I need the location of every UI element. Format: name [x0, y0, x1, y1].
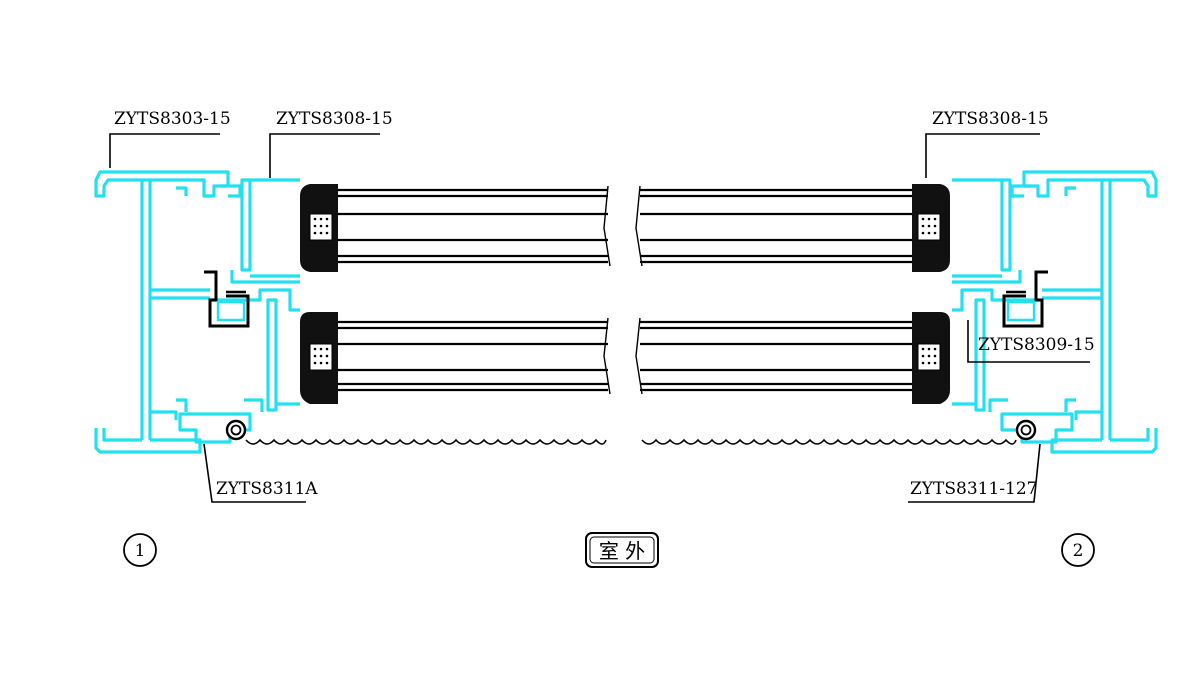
label-top-left-1: ZYTS8303-15 — [109, 109, 231, 168]
upper-right-glass — [640, 188, 912, 264]
screen-rollers — [225, 419, 1037, 441]
right-sash-profile — [952, 288, 1102, 444]
label-zyts8311a: ZYTS8311A — [216, 479, 318, 499]
glass-gaskets — [300, 184, 950, 404]
marker-1-text: 1 — [135, 541, 146, 561]
upper-left-glass — [336, 188, 608, 264]
marker-2: 2 — [1061, 533, 1095, 567]
marker-2-text: 2 — [1073, 541, 1084, 561]
lower-right-glass — [640, 320, 912, 392]
right-frame-profile — [952, 170, 1158, 454]
outdoor-label-box: 室 外 — [585, 532, 659, 568]
label-zyts8309-15: ZYTS8309-15 — [978, 335, 1095, 355]
label-zyts8311-127: ZYTS8311-127 — [910, 479, 1037, 499]
left-clip-part — [204, 270, 250, 328]
label-mid-right: ZYTS8309-15 — [967, 320, 1095, 363]
lower-left-glass — [336, 320, 608, 392]
label-zyts8308-15-left: ZYTS8308-15 — [276, 109, 393, 129]
label-zyts8308-15-right: ZYTS8308-15 — [932, 109, 1049, 129]
insect-screen — [245, 438, 1017, 445]
label-bottom-left: ZYTS8311A — [203, 443, 318, 503]
label-top-right: ZYTS8308-15 — [925, 109, 1049, 178]
label-bottom-right: ZYTS8311-127 — [908, 443, 1041, 503]
left-frame-profile — [94, 170, 300, 454]
outdoor-label: 室 外 — [599, 539, 645, 563]
right-clip-part — [1002, 270, 1048, 328]
marker-1: 1 — [123, 533, 157, 567]
label-top-left-2: ZYTS8308-15 — [269, 109, 393, 178]
break-marks — [603, 185, 643, 395]
label-zyts8303-15: ZYTS8303-15 — [114, 109, 231, 129]
left-sash-profile — [150, 288, 300, 444]
